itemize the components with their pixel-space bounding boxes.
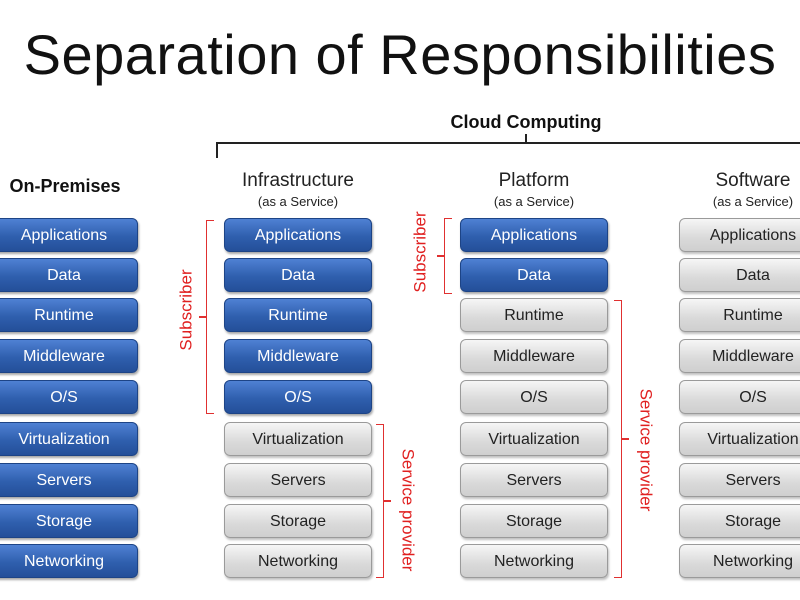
cloud-computing-label: Cloud Computing: [450, 112, 602, 132]
iaas-heading-subtitle: (as a Service): [257, 194, 339, 209]
iaas-heading: Infrastructure (as a Service): [218, 170, 378, 209]
on-premises-layer-servers: Servers: [0, 463, 138, 497]
paas-subscriber-label: Subscriber: [410, 211, 430, 293]
paas-layer-servers: Servers: [460, 463, 608, 497]
slide-title: Separation of Responsibilities: [23, 23, 777, 86]
saas-layer-o-s: O/S: [679, 380, 800, 414]
paas-heading: Platform (as a Service): [454, 170, 614, 209]
on-premises-layer-middleware: Middleware: [0, 339, 138, 373]
paas-subscriber-brace-tick: [437, 255, 444, 257]
paas-heading-subtitle: (as a Service): [493, 194, 575, 209]
iaas-provider-label: Service provider: [398, 448, 418, 572]
paas-layer-runtime: Runtime: [460, 298, 608, 332]
on-premises-layer-runtime: Runtime: [0, 298, 138, 332]
saas-layer-networking: Networking: [679, 544, 800, 578]
saas-heading-subtitle: (as a Service): [712, 194, 794, 209]
saas-heading: Software (as a Service): [673, 170, 800, 209]
on-premises-layer-data: Data: [0, 258, 138, 292]
iaas-subscriber-brace: [206, 220, 214, 414]
paas-layer-middleware: Middleware: [460, 339, 608, 373]
on-premises-layer-networking: Networking: [0, 544, 138, 578]
saas-layer-data: Data: [679, 258, 800, 292]
cloud-computing-bracket-notch: [525, 134, 527, 144]
paas-provider-brace-tick: [622, 438, 629, 440]
iaas-layer-storage: Storage: [224, 504, 372, 538]
saas-layer-runtime: Runtime: [679, 298, 800, 332]
on-premises-layer-virtualization: Virtualization: [0, 422, 138, 456]
saas-layer-servers: Servers: [679, 463, 800, 497]
paas-provider-brace: [614, 300, 622, 578]
on-premises-layer-applications: Applications: [0, 218, 138, 252]
saas-layer-applications: Applications: [679, 218, 800, 252]
iaas-layer-virtualization: Virtualization: [224, 422, 372, 456]
iaas-layer-servers: Servers: [224, 463, 372, 497]
iaas-provider-brace-tick: [384, 500, 391, 502]
saas-layer-virtualization: Virtualization: [679, 422, 800, 456]
cloud-computing-bracket: [216, 142, 800, 158]
paas-layer-networking: Networking: [460, 544, 608, 578]
paas-heading-title: Platform: [498, 170, 570, 191]
paas-subscriber-brace: [444, 218, 452, 294]
on-premises-layer-storage: Storage: [0, 504, 138, 538]
on-premises-layer-o-s: O/S: [0, 380, 138, 414]
iaas-layer-applications: Applications: [224, 218, 372, 252]
iaas-provider-brace: [376, 424, 384, 578]
iaas-heading-title: Infrastructure: [242, 170, 354, 191]
iaas-subscriber-label: Subscriber: [176, 269, 196, 351]
paas-layer-data: Data: [460, 258, 608, 292]
paas-layer-storage: Storage: [460, 504, 608, 538]
on-premises-heading: On-Premises: [9, 176, 121, 196]
saas-layer-middleware: Middleware: [679, 339, 800, 373]
iaas-subscriber-brace-tick: [199, 316, 206, 318]
iaas-layer-o-s: O/S: [224, 380, 372, 414]
paas-provider-label: Service provider: [636, 388, 656, 512]
iaas-layer-data: Data: [224, 258, 372, 292]
iaas-layer-middleware: Middleware: [224, 339, 372, 373]
iaas-layer-runtime: Runtime: [224, 298, 372, 332]
paas-layer-virtualization: Virtualization: [460, 422, 608, 456]
iaas-layer-networking: Networking: [224, 544, 372, 578]
saas-layer-storage: Storage: [679, 504, 800, 538]
saas-heading-title: Software: [715, 170, 791, 191]
paas-layer-o-s: O/S: [460, 380, 608, 414]
paas-layer-applications: Applications: [460, 218, 608, 252]
